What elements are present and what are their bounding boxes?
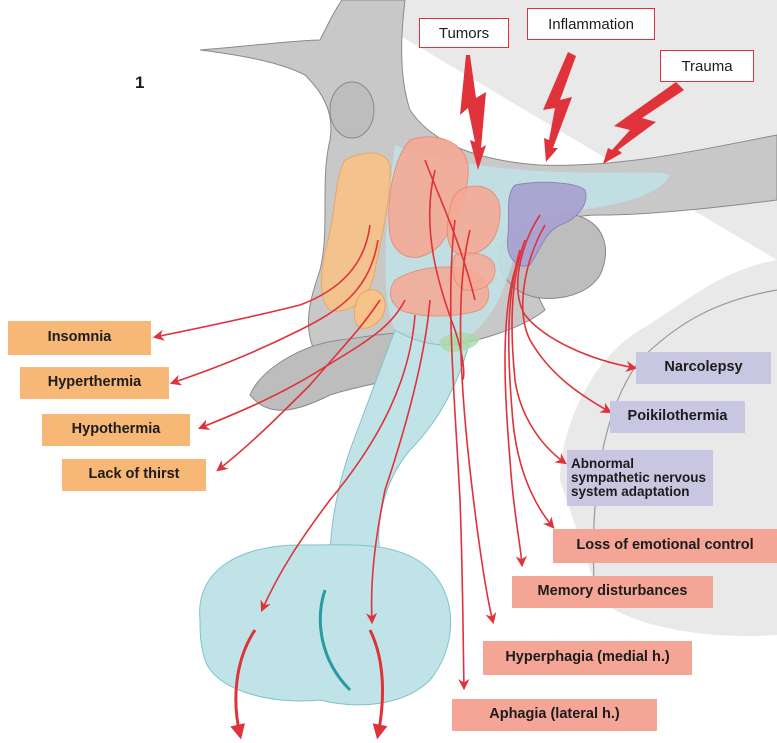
label-hyperthermia: Hyperthermia <box>20 367 169 399</box>
label-abnormal-sympathetic: Abnormal sympathetic nervous system adap… <box>567 450 713 506</box>
label-narcolepsy: Narcolepsy <box>636 352 771 384</box>
label-loss-of-emotional-control: Loss of emotional control <box>553 529 777 563</box>
label-aphagia: Aphagia (lateral h.) <box>452 699 657 731</box>
label-hyperphagia: Hyperphagia (medial h.) <box>483 641 692 675</box>
label-memory-disturbances: Memory disturbances <box>512 576 713 608</box>
label-hypothermia: Hypothermia <box>42 414 190 446</box>
label-lack-of-thirst: Lack of thirst <box>62 459 206 491</box>
anterior-commissure <box>330 82 374 138</box>
nucleus-salmon-4 <box>452 253 495 290</box>
cause-tumors: Tumors <box>419 18 509 48</box>
cause-inflammation: Inflammation <box>527 8 655 40</box>
label-poikilothermia: Poikilothermia <box>610 401 745 433</box>
cause-trauma: Trauma <box>660 50 754 82</box>
figure-number: 1 <box>135 73 144 93</box>
label-insomnia: Insomnia <box>8 321 151 355</box>
